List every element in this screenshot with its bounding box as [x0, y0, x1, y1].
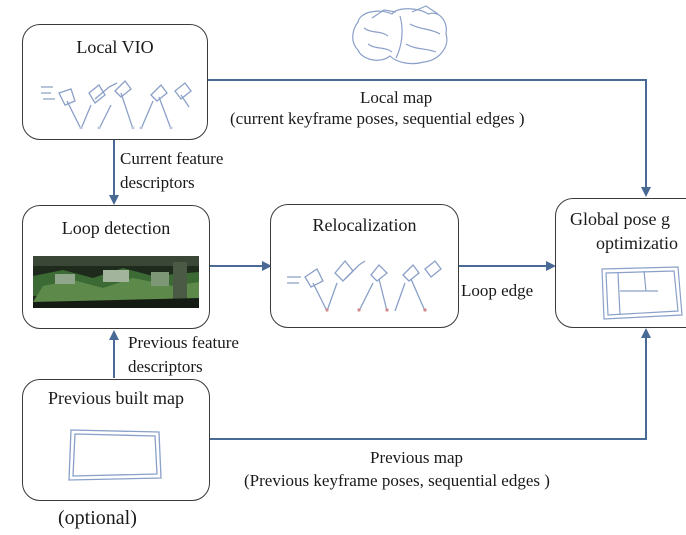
- global-pose-title-line2: optimizatio: [596, 233, 678, 253]
- previous-map-title: Previous built map: [48, 388, 184, 408]
- global-pose-title-line1: Global pose g: [570, 209, 670, 229]
- global-pose-box: Global pose g optimizatio: [555, 198, 686, 328]
- point-cloud-map-icon: [352, 5, 448, 65]
- previous-map-arrow: [210, 328, 651, 440]
- previous-feature-label-2: descriptors: [128, 357, 203, 376]
- local-map-arrow: [208, 79, 651, 197]
- local-map-label: Local map: [360, 88, 433, 107]
- previous-map-label: Previous map: [370, 448, 464, 467]
- local-vio-title: Local VIO: [76, 37, 154, 57]
- local-vio-box: Local VIO: [22, 24, 208, 140]
- local-map-detail-label: (current keyframe poses, sequential edge…: [230, 109, 525, 128]
- previous-feature-label: Previous feature: [128, 333, 239, 352]
- optional-note: (optional): [58, 507, 137, 529]
- relocalization-title: Relocalization: [312, 215, 417, 235]
- relocalization-box: Relocalization: [270, 204, 459, 328]
- camera-trajectory-icon: [41, 80, 192, 129]
- current-feature-label: Current feature: [120, 149, 224, 168]
- previous-map-box: Previous built map: [22, 379, 210, 501]
- current-feature-label-2: descriptors: [120, 173, 195, 192]
- loop-edge-label: Loop edge: [461, 281, 534, 300]
- loop-detection-title: Loop detection: [61, 218, 171, 238]
- camera-trajectory-icon: [287, 259, 442, 312]
- loop-detection-box: Loop detection: [22, 205, 210, 329]
- scene-photo-icon: [33, 256, 199, 308]
- point-cloud-map-icon: [68, 429, 162, 481]
- point-cloud-map-icon: [601, 266, 683, 320]
- previous-map-detail-label: (Previous keyframe poses, sequential edg…: [244, 471, 550, 490]
